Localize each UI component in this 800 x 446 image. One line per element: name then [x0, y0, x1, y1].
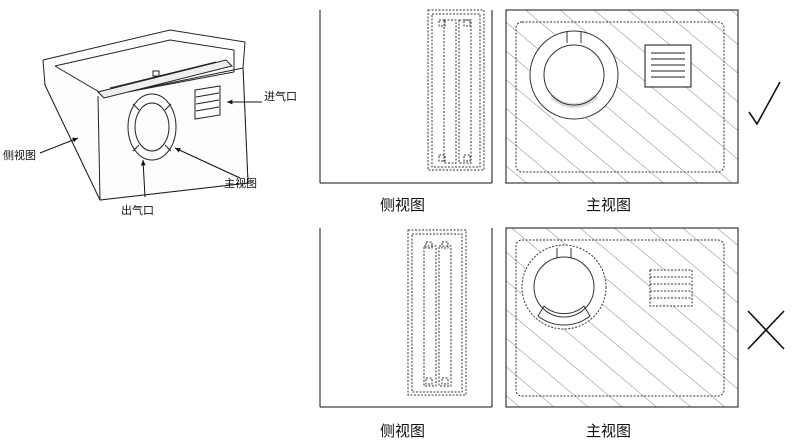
row1-front-view [505, 9, 739, 184]
side-view-callout: 侧视图 [3, 149, 36, 162]
isometric-housing [42, 29, 249, 201]
row2-front-caption: 主视图 [586, 422, 632, 440]
intake-callout: 进气口 [264, 90, 297, 103]
row2-intake-grille [649, 269, 693, 307]
outlet-callout: 出气口 [121, 204, 154, 217]
cross-mark [747, 310, 785, 350]
row2-side-view [319, 228, 493, 408]
row2-front-view [505, 227, 739, 408]
row1-side-view [319, 9, 493, 184]
row2-side-caption: 侧视图 [380, 422, 426, 440]
row1-intake-grille [644, 44, 692, 88]
row1-front-caption: 主视图 [586, 196, 632, 214]
front-view-callout: 主视图 [224, 177, 257, 190]
check-mark [748, 81, 781, 126]
row1-side-caption: 侧视图 [380, 196, 426, 214]
callout-arrows [39, 99, 262, 198]
